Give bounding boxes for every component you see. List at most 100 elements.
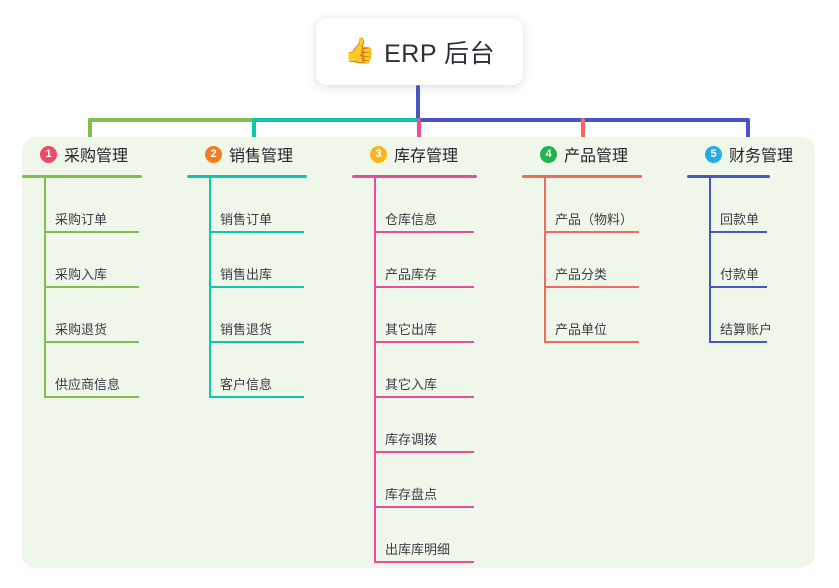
leaf-item-label: 回款单 (720, 212, 760, 227)
branch-title: 产品管理 (564, 148, 629, 165)
leaf-item-label: 库存调拨 (385, 432, 438, 447)
branch-underline (187, 175, 307, 178)
leaf-item-label: 产品库存 (385, 267, 438, 282)
leaf-item[interactable]: 其它入库 (352, 343, 522, 398)
leaf-item[interactable]: 采购入库 (22, 233, 187, 288)
branch-underline (522, 175, 642, 178)
leaf-item-underline (544, 231, 639, 233)
leaf-item-underline (709, 286, 767, 288)
root-title: ERP 后台 (384, 39, 496, 68)
leaf-item-label: 其它入库 (385, 377, 438, 392)
branch-spine (209, 178, 211, 398)
leaf-item-underline (44, 396, 139, 398)
branch-number-badge: 2 (205, 145, 222, 163)
branch-drop-2 (252, 118, 256, 140)
branch-header-4[interactable]: 4 产品管理 (522, 137, 687, 171)
branch-items: 销售订单销售出库销售退货客户信息 (187, 178, 352, 398)
leaf-item[interactable]: 采购订单 (22, 178, 187, 233)
branch-header-3[interactable]: 3 库存管理 (352, 137, 522, 171)
leaf-item[interactable]: 产品（物料） (522, 178, 687, 233)
leaf-item[interactable]: 回款单 (687, 178, 815, 233)
branch-title: 财务管理 (729, 148, 794, 165)
leaf-item-underline (374, 286, 474, 288)
branch-spine (44, 178, 46, 398)
leaf-item[interactable]: 客户信息 (187, 343, 352, 398)
leaf-item-label: 销售出库 (220, 267, 273, 282)
branch-items: 仓库信息产品库存其它出库其它入库库存调拨库存盘点出库库明细 (352, 178, 522, 563)
leaf-item-underline (209, 286, 304, 288)
leaf-item-label: 采购退货 (55, 322, 108, 337)
leaf-item-label: 客户信息 (220, 377, 273, 392)
leaf-item-label: 销售退货 (220, 322, 273, 337)
branch-number-badge: 5 (705, 145, 722, 163)
leaf-item-label: 产品（物料） (555, 212, 634, 227)
leaf-item-underline (374, 341, 474, 343)
leaf-item-underline (374, 231, 474, 233)
branch-column-3: 3 库存管理仓库信息产品库存其它出库其它入库库存调拨库存盘点出库库明细 (352, 137, 522, 563)
bus-segment-2 (252, 118, 421, 122)
branch-drop-3 (417, 118, 421, 140)
leaf-item[interactable]: 销售出库 (187, 233, 352, 288)
leaf-item-label: 采购订单 (55, 212, 108, 227)
leaf-item-underline (709, 231, 767, 233)
leaf-item-underline (544, 341, 639, 343)
leaf-item-underline (44, 286, 139, 288)
leaf-item[interactable]: 库存盘点 (352, 453, 522, 508)
branch-drop-4 (581, 118, 585, 140)
leaf-item-label: 仓库信息 (385, 212, 438, 227)
leaf-item[interactable]: 产品单位 (522, 288, 687, 343)
leaf-item[interactable]: 付款单 (687, 233, 815, 288)
leaf-item[interactable]: 产品分类 (522, 233, 687, 288)
branch-number-badge: 3 (370, 145, 387, 163)
branch-items: 采购订单采购入库采购退货供应商信息 (22, 178, 187, 398)
leaf-item[interactable]: 库存调拨 (352, 398, 522, 453)
leaf-item-underline (44, 231, 139, 233)
leaf-item-underline (374, 561, 474, 563)
leaf-item-label: 其它出库 (385, 322, 438, 337)
leaf-item[interactable]: 产品库存 (352, 233, 522, 288)
leaf-item-label: 库存盘点 (385, 487, 438, 502)
branch-items: 产品（物料） 产品分类产品单位 (522, 178, 687, 343)
leaf-item[interactable]: 出库库明细 (352, 508, 522, 563)
branch-number-badge: 4 (540, 145, 557, 163)
branch-drop-5 (746, 118, 750, 140)
branch-underline (22, 175, 142, 178)
leaf-item-underline (544, 286, 639, 288)
leaf-item[interactable]: 销售退货 (187, 288, 352, 343)
leaf-item-label: 出库库明细 (385, 542, 451, 557)
branch-spine (374, 178, 376, 563)
leaf-item-underline (209, 396, 304, 398)
branch-underline (352, 175, 477, 178)
leaf-item-label: 产品单位 (555, 322, 608, 337)
branch-items: 回款单付款单结算账户 (687, 178, 815, 343)
branch-underline (687, 175, 770, 178)
leaf-item-label: 付款单 (720, 267, 760, 282)
leaf-item-underline (709, 341, 767, 343)
leaf-item-underline (374, 451, 474, 453)
leaf-item[interactable]: 供应商信息 (22, 343, 187, 398)
branch-number-badge: 1 (40, 145, 57, 163)
leaf-item-underline (209, 231, 304, 233)
thumbs-up-icon: 👍 (343, 37, 376, 65)
branch-column-5: 5 财务管理回款单付款单结算账户 (687, 137, 815, 343)
leaf-item[interactable]: 采购退货 (22, 288, 187, 343)
leaf-item[interactable]: 结算账户 (687, 288, 815, 343)
branch-header-5[interactable]: 5 财务管理 (687, 137, 815, 171)
leaf-item[interactable]: 仓库信息 (352, 178, 522, 233)
root-node[interactable]: 👍 ERP 后台 (316, 18, 523, 85)
leaf-item-label: 产品分类 (555, 267, 608, 282)
leaf-item-underline (44, 341, 139, 343)
root-stem-line (416, 85, 420, 122)
leaf-item[interactable]: 销售订单 (187, 178, 352, 233)
bus-segment-1 (88, 118, 256, 122)
leaf-item[interactable]: 其它出库 (352, 288, 522, 343)
leaf-item-underline (374, 506, 474, 508)
leaf-item-label: 结算账户 (720, 322, 773, 337)
branch-title: 库存管理 (394, 148, 459, 165)
